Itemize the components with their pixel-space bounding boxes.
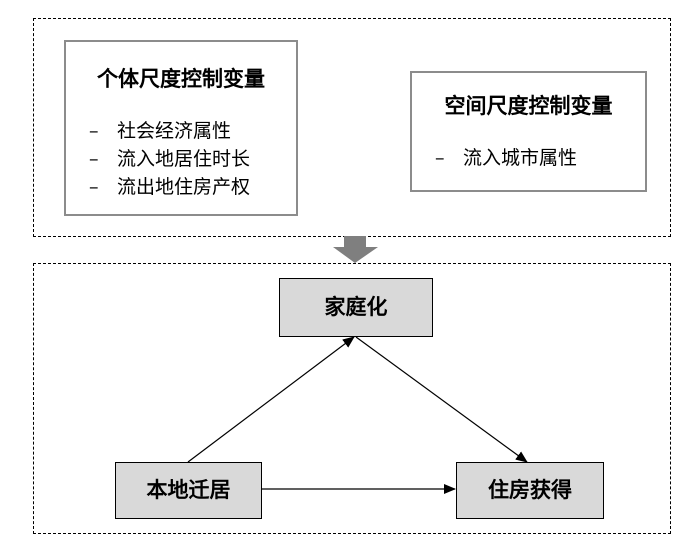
spatial-control-box: 空间尺度控制变量 –流入城市属性 bbox=[410, 71, 647, 192]
spatial-control-title: 空间尺度控制变量 bbox=[444, 93, 613, 118]
item-socioeconomic: 社会经济属性 bbox=[117, 120, 232, 142]
node-local-relocation: 本地迁居 bbox=[115, 462, 262, 519]
item-origin-property: 流出地住房产权 bbox=[117, 176, 251, 198]
node-familization: 家庭化 bbox=[279, 278, 433, 337]
list-dash: – bbox=[89, 176, 99, 198]
node-housing-acquisition: 住房获得 bbox=[456, 462, 604, 519]
list-item: –流入地居住时长 bbox=[89, 145, 250, 173]
list-item: –社会经济属性 bbox=[89, 117, 250, 145]
mediation-model-panel bbox=[33, 263, 671, 534]
spatial-control-list: –流入城市属性 bbox=[435, 144, 577, 172]
item-residence-duration: 流入地居住时长 bbox=[117, 148, 251, 170]
list-dash: – bbox=[89, 120, 99, 142]
list-item: –流出地住房产权 bbox=[89, 173, 250, 201]
individual-control-list: –社会经济属性 –流入地居住时长 –流出地住房产权 bbox=[89, 117, 250, 201]
down-arrow-icon bbox=[333, 236, 378, 263]
individual-control-box: 个体尺度控制变量 –社会经济属性 –流入地居住时长 –流出地住房产权 bbox=[64, 40, 298, 216]
individual-control-title: 个体尺度控制变量 bbox=[97, 66, 265, 91]
item-city-attributes: 流入城市属性 bbox=[463, 147, 578, 169]
list-dash: – bbox=[435, 147, 445, 169]
list-item: –流入城市属性 bbox=[435, 144, 577, 172]
list-dash: – bbox=[89, 148, 99, 170]
